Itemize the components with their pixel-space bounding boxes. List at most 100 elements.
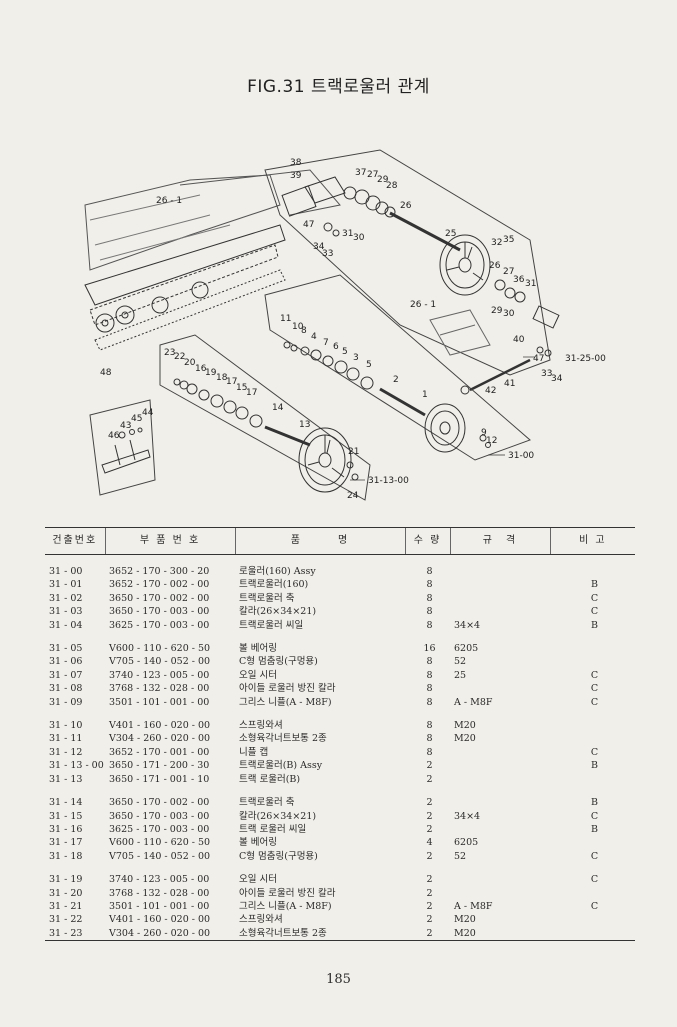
cell-note: C <box>590 696 599 708</box>
cell-part-number: 3501 - 101 - 001 - 00 <box>109 900 210 912</box>
cell-part-number: V401 - 160 - 020 - 00 <box>109 720 211 732</box>
callout: 31-25-00 <box>565 354 606 364</box>
parts-list-table: 건출번호 부 품 번 호 품 명 수 량 규 격 비 고 31 - 00 3652… <box>45 527 635 942</box>
callout: 47 <box>533 354 544 364</box>
cell-part-number: 3652 - 170 - 300 - 20 <box>109 566 210 577</box>
cell-spec: A - M8F <box>454 696 493 708</box>
callout: 33 <box>541 369 552 379</box>
cell-note <box>550 719 635 732</box>
cell-spec: 6205 <box>454 643 479 655</box>
cell-name: 볼 베어링 <box>239 837 277 849</box>
cell-part-number: 3650 - 171 - 001 - 10 <box>109 773 210 785</box>
cell-ref: 31 - 22 <box>49 914 83 926</box>
spacer-cell <box>45 555 635 566</box>
cell-qty: 8 <box>426 606 433 618</box>
cell-name: 트랙로울러 축 <box>239 797 295 809</box>
callout: 32 <box>491 238 502 248</box>
cell-part-number: 3652 - 170 - 001 - 00 <box>109 746 210 758</box>
cell-spec <box>450 873 550 886</box>
spacer-cell <box>45 709 635 719</box>
cell-ref: 31 - 05 <box>49 643 83 655</box>
cell-qty: 2 <box>405 926 450 942</box>
cell-part-number: 3740 - 123 - 005 - 00 <box>109 669 210 681</box>
cell-note: C <box>590 810 599 822</box>
callout: 16 <box>195 364 207 374</box>
cell-ref: 31 - 04 <box>49 619 83 631</box>
cell-qty: 8 <box>426 733 433 745</box>
cell-qty: 2 <box>426 850 433 862</box>
callout: 4 <box>311 332 317 342</box>
cell-ref: 31 - 13 <box>49 773 83 785</box>
cell-ref: 31 - 00 <box>49 566 83 577</box>
callout: 1 <box>422 390 428 400</box>
cell-spec: 34×4 <box>454 810 481 822</box>
cell-name: 소형육각너트보통 2종 <box>235 926 405 942</box>
cell-name: 스프링와셔 <box>239 720 283 732</box>
cell-qty: 2 <box>426 823 433 835</box>
cell-name: 트랙로울러 씨일 <box>239 619 304 631</box>
cell-name: 트랙 로울러 씨일 <box>239 823 307 835</box>
cell-ref: 31 - 08 <box>49 683 83 695</box>
cell-ref: 31 - 14 <box>49 797 83 809</box>
cell-ref: 31 - 21 <box>49 900 83 912</box>
cell-ref: 31 - 13 - 00 <box>49 760 104 772</box>
cell-part-number: V304 - 260 - 020 - 00 <box>105 926 235 942</box>
cell-note: C <box>590 669 599 681</box>
cell-name: 소형육각너트보통 2종 <box>239 733 327 745</box>
cell-qty: 8 <box>426 619 433 631</box>
cell-qty: 16 <box>423 643 436 655</box>
callout: 26 - 1 <box>410 300 436 310</box>
cell-spec: 52 <box>454 656 467 668</box>
page-number: 185 <box>326 972 351 987</box>
callout: 14 <box>272 403 284 413</box>
cell-part-number: 3625 - 170 - 003 - 00 <box>109 823 210 835</box>
col-header-ref: 건출번호 <box>45 527 105 555</box>
cell-ref: 31 - 16 <box>49 823 83 835</box>
cell-note <box>550 642 635 655</box>
cell-part-number: 3650 - 170 - 003 - 00 <box>109 810 210 822</box>
cell-ref: 31 - 09 <box>49 696 83 708</box>
cell-spec <box>450 578 550 591</box>
callout: 46 <box>108 431 120 441</box>
callout: 25 <box>445 229 456 239</box>
cell-spec: M20 <box>454 914 476 926</box>
col-header-qty: 수 량 <box>404 527 450 555</box>
callout: 34 <box>551 374 563 384</box>
cell-note <box>550 565 635 578</box>
cell-part-number: V304 - 260 - 020 - 00 <box>109 733 211 745</box>
callout: 34 <box>313 242 325 252</box>
callout: 43 <box>120 421 131 431</box>
cell-part-number: 3650 - 170 - 002 - 00 <box>109 797 210 809</box>
cell-ref: 31 - 12 <box>49 746 83 758</box>
cell-part-number: 3740 - 123 - 005 - 00 <box>109 874 210 886</box>
callout: 40 <box>513 335 525 345</box>
cell-note <box>550 732 635 745</box>
callout: 21 <box>348 447 359 457</box>
cell-spec <box>450 592 550 605</box>
callout: 26 <box>489 261 501 271</box>
table-header-row: 건출번호 부 품 번 호 품 명 수 량 규 격 비 고 <box>45 527 635 555</box>
cell-note: C <box>590 746 599 758</box>
cell-name: 트랙로울러(160) <box>239 579 309 591</box>
group-spacer <box>45 786 635 796</box>
cell-name: 그리스 니플(A - M8F) <box>239 900 332 912</box>
group-spacer <box>45 555 635 566</box>
group-spacer <box>45 863 635 873</box>
cell-qty: 8 <box>426 592 433 604</box>
callout: 37 <box>355 168 366 178</box>
track-roller-panel <box>264 274 531 461</box>
callout: 31-00 <box>508 451 534 461</box>
callout: 38 <box>290 158 302 168</box>
cell-note: C <box>590 592 599 604</box>
callout: 24 <box>347 491 359 501</box>
